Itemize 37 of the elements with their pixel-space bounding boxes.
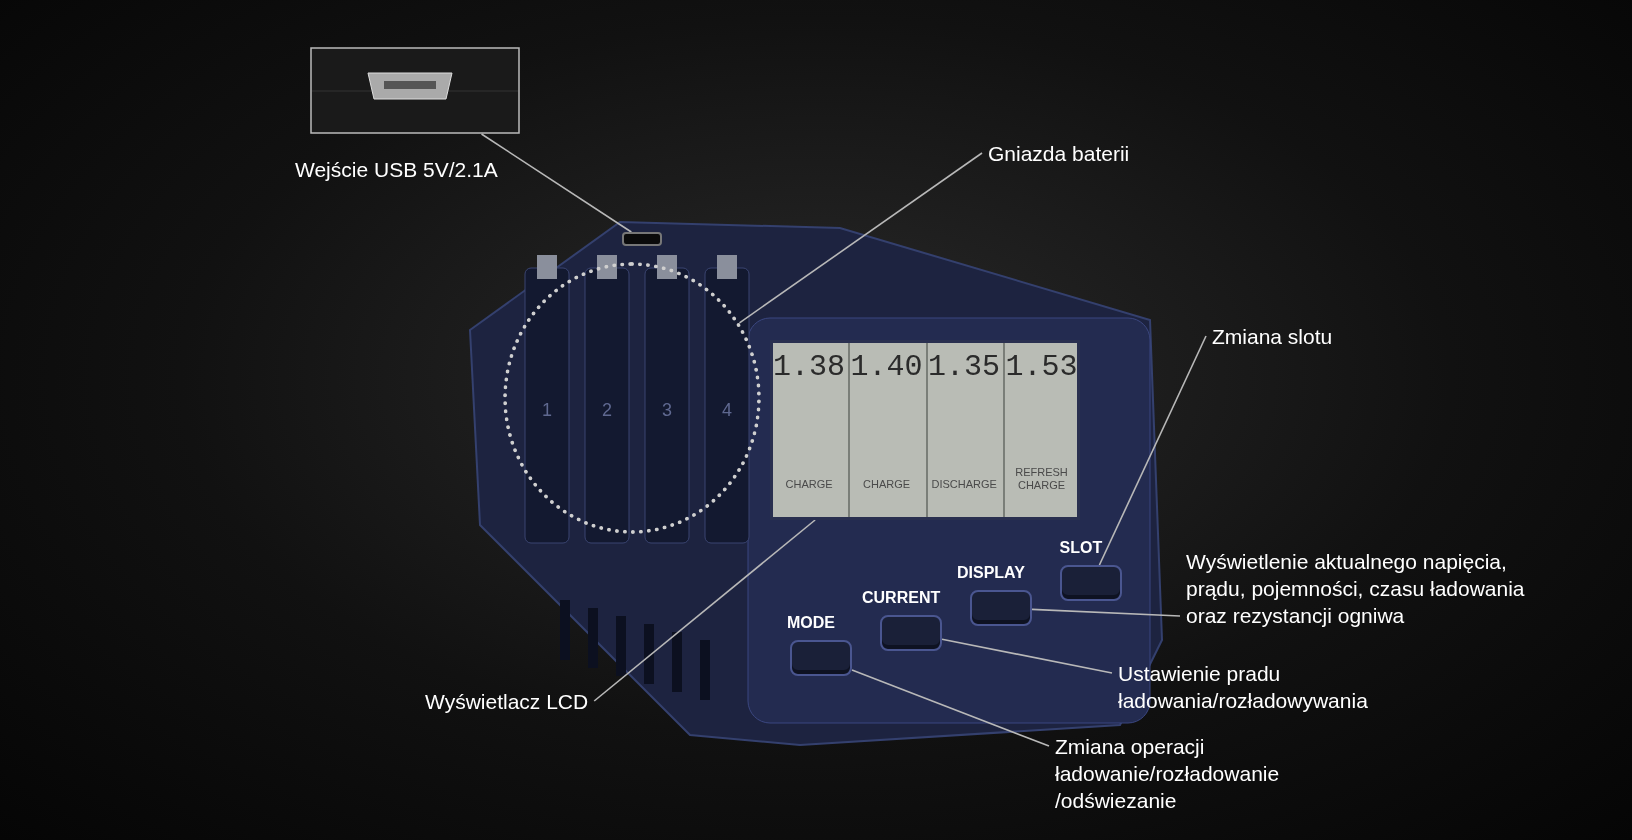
mode-button [790,640,852,676]
callout-text: Ustawienie pradu ładowania/rozładowywania [1118,660,1428,714]
dotted-ellipse [503,262,761,534]
slot-number: 4 [722,400,732,421]
button-caption: DISPLAY [957,564,1025,583]
button-caption: CURRENT [862,589,941,608]
lcd-reading: DISCHARGE [931,478,997,491]
callout-text: Wejście USB 5V/2.1A [295,157,498,183]
lcd-reading: 1.53 [1005,350,1078,385]
leader-line [941,638,1113,674]
display-button [970,590,1032,626]
callout-text: Wyświetlacz LCD [425,688,615,715]
lcd-reading: CHARGE [785,478,833,491]
usb-port [622,232,662,246]
slot-number: 3 [662,400,672,421]
callout-text: Zmiana slotu [1212,323,1412,350]
button-caption: MODE [787,614,835,633]
lcd-reading: 1.38 [773,350,845,385]
leader-line [1031,608,1181,617]
button-caption: SLOT [1059,539,1103,558]
lcd-reading: 1.40 [850,350,923,385]
slot-number: 2 [602,400,612,421]
lcd-reading: 1.35 [928,350,1000,385]
leader-line [593,519,816,702]
callout-text: Zmiana operacji ładowanie/rozładowanie /odświezanie [1055,733,1345,814]
leader-line [851,669,1050,747]
slot-number: 1 [542,400,552,421]
current-button [880,615,942,651]
leader-line [480,133,633,233]
lcd-reading: CHARGE [863,478,911,491]
callout-text: Wyświetlenie aktualnego napięcia, prądu, pojemności, czasu ładowania oraz rezystancji ogniwa [1186,548,1556,629]
callout-text: Gniazda baterii [988,140,1188,167]
leader-line [1098,335,1207,566]
slot-button [1060,565,1122,601]
lcd-screen [770,340,1080,520]
lcd-reading: REFRESH CHARGE [1014,466,1069,492]
leader-line [738,152,983,324]
